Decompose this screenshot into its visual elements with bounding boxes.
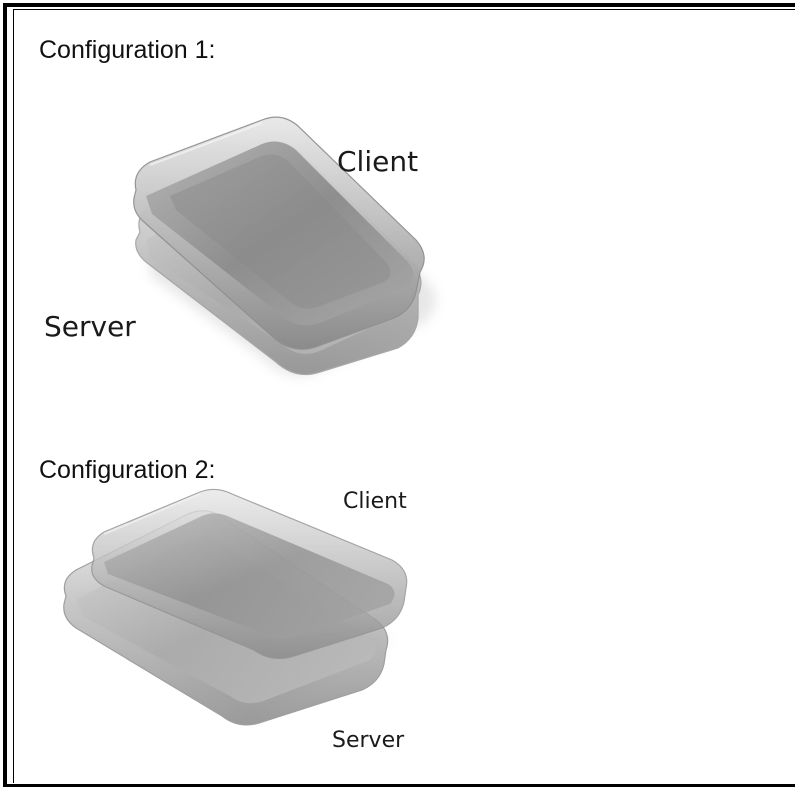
config2-overlap-illustration [63, 488, 408, 726]
config2-server-label: Server [332, 728, 405, 753]
config1-client-label: Client [337, 145, 419, 178]
config1-server-label: Server [44, 310, 136, 343]
config1-stack-illustration [133, 116, 436, 376]
config2-heading: Configuration 2: [39, 456, 216, 484]
frame-inner-left-line [13, 9, 14, 783]
config1-heading: Configuration 1: [39, 36, 216, 64]
client-device-icon [91, 488, 408, 660]
config2-client-label: Client [343, 489, 407, 514]
frame-inner-top-line [13, 9, 795, 10]
client-device-icon [133, 116, 425, 350]
